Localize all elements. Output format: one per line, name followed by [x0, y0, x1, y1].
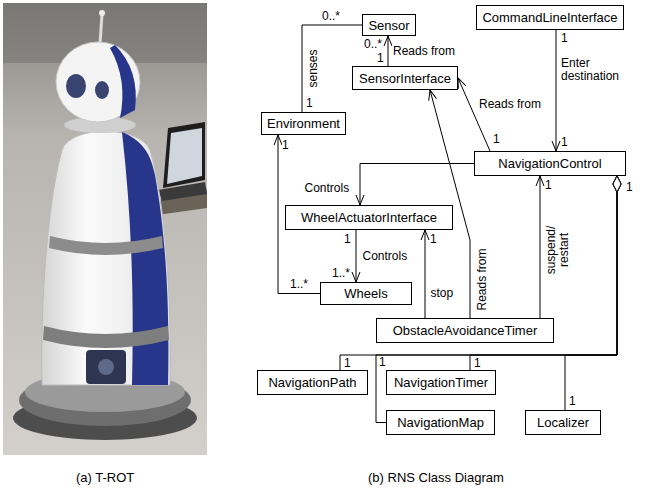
association-label: Enter destination [560, 57, 626, 83]
class-name: Environment [267, 116, 340, 131]
association-label: suspend/ restart [545, 221, 571, 279]
association-label: Reads from [392, 45, 456, 58]
class-name: ObstacleAvoidanceTimer [393, 323, 538, 338]
multiplicity: 0..* [364, 38, 382, 51]
association-line [458, 78, 490, 151]
class-name: NavigationControl [498, 156, 601, 171]
robot-belt [49, 236, 163, 255]
association-line [388, 36, 389, 66]
multiplicity: 1 [430, 233, 437, 246]
multiplicity: 1 [569, 395, 576, 408]
multiplicity: 1 [344, 233, 351, 246]
class-name: Wheels [344, 286, 387, 301]
class-name: NavigationTimer [394, 375, 488, 390]
association-label: Controls [362, 250, 409, 263]
class-box: CommandLineInterface [476, 5, 624, 30]
multiplicity: 1 [377, 52, 384, 65]
association-label: stop [430, 287, 455, 300]
robot-head-stripe [110, 45, 136, 118]
class-name: CommandLineInterface [482, 10, 617, 25]
photo-ground [3, 3, 207, 455]
multiplicity: 1 [379, 356, 386, 369]
association-line [425, 230, 426, 318]
multiplicity: 1..* [332, 267, 350, 280]
multiplicity: 1 [282, 139, 289, 152]
association-line [360, 164, 474, 206]
multiplicity: 1 [626, 181, 633, 194]
multiplicity: 1 [306, 97, 313, 110]
class-box: NavigationPath [257, 370, 368, 395]
robot-antenna [100, 14, 102, 44]
association-line [556, 30, 557, 151]
class-box: Wheels [320, 282, 412, 305]
robot-head [56, 42, 140, 122]
class-box: Localizer [525, 410, 601, 435]
association-line [356, 230, 357, 282]
multiplicity: 1 [474, 357, 481, 370]
class-name: WheelActuatorInterface [301, 210, 437, 225]
multiplicity: 1 [561, 136, 568, 149]
robot-camera [95, 81, 109, 99]
class-name: SensorInterface [359, 71, 451, 86]
laptop-display [167, 128, 202, 184]
robot-antenna-tip [99, 10, 105, 16]
multiplicity: 1 [493, 133, 500, 146]
class-box: ObstacleAvoidanceTimer [376, 318, 554, 343]
multiplicity: 0..* [322, 10, 340, 23]
association-label: Reads from [478, 98, 542, 111]
robot-blue-panel [122, 132, 168, 385]
multiplicity: 1..* [290, 278, 308, 291]
class-box: Environment [261, 112, 346, 135]
association-label: Reads from [476, 247, 489, 311]
multiplicity: 1 [545, 179, 552, 192]
class-name: NavigationMap [397, 415, 484, 430]
class-box: NavigationTimer [386, 370, 496, 395]
class-name: NavigationPath [268, 375, 356, 390]
association-label: senses [307, 48, 320, 88]
class-box: WheelActuatorInterface [285, 205, 453, 230]
subfigure-caption: (b) RNS Class Diagram [368, 470, 504, 485]
multiplicity: 1 [561, 32, 568, 45]
robot-belt [43, 326, 169, 348]
association-line [540, 176, 541, 318]
class-name: Localizer [537, 415, 589, 430]
class-box: NavigationMap [386, 410, 495, 435]
robot-body [42, 131, 171, 385]
class-name: Sensor [368, 18, 409, 33]
association-line [430, 90, 470, 318]
class-box: SensorInterface [352, 66, 458, 90]
laptop-screen [163, 122, 205, 188]
aggregation-line [565, 176, 617, 410]
subfigure-caption: (a) T-ROT [76, 470, 134, 485]
class-box: Sensor [362, 14, 416, 36]
multiplicity: 1 [344, 357, 351, 370]
laser-lens [98, 359, 114, 375]
robot-camera [66, 74, 86, 98]
laser-sensor [86, 350, 126, 384]
association-label: Controls [304, 182, 351, 195]
class-box: NavigationControl [474, 151, 626, 176]
connectors [278, 25, 617, 423]
